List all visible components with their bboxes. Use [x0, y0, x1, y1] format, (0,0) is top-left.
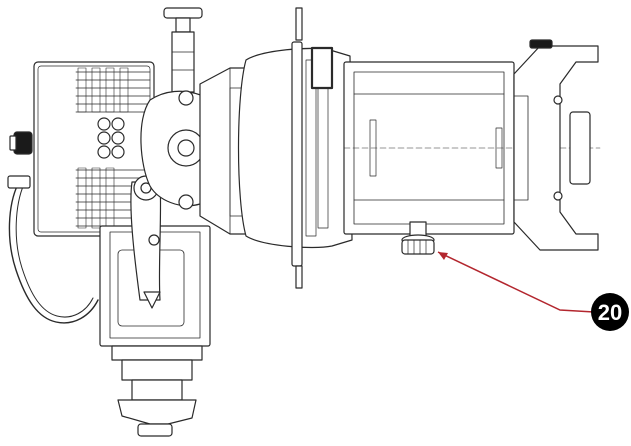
housing-side-knob [13, 131, 33, 155]
lens-tube [343, 61, 601, 235]
gobo-slot [310, 46, 334, 90]
callout-arrowhead [438, 252, 448, 260]
shutter-ring [237, 7, 353, 289]
callout-badge: 20 [591, 293, 629, 331]
top-lock-knob [163, 7, 203, 93]
callout-badge-circle [591, 293, 629, 331]
focus-knob [401, 221, 435, 255]
front-accessory-holder [513, 39, 599, 251]
cooling-vents [75, 67, 151, 229]
cable-connector [7, 175, 31, 189]
callout-leader-line [437, 251, 595, 313]
rear-connectors [97, 117, 125, 159]
callout-number: 20 [598, 300, 622, 325]
led-engine-housing [9, 61, 155, 237]
power-cable-inner [15, 183, 94, 318]
power-cable [8, 183, 99, 324]
yoke-stand [99, 225, 211, 437]
tilt-lever [130, 175, 162, 309]
stand-clamp-handle [117, 399, 197, 425]
